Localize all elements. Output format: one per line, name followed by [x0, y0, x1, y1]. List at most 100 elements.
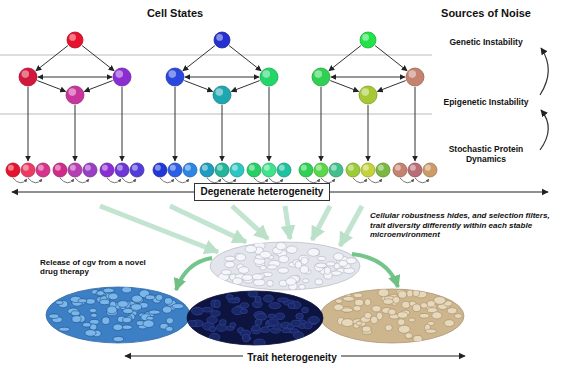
- cell: [364, 299, 370, 306]
- cell-state-circle: [183, 163, 197, 177]
- cell-state-circle: [36, 163, 50, 177]
- cell: [444, 320, 454, 327]
- circle-highlight: [348, 165, 354, 171]
- selection-arrow: [340, 206, 362, 246]
- cell: [293, 332, 303, 339]
- noise-label: Genetic Instability: [436, 31, 536, 49]
- axis-label: Trait heterogeneity: [243, 352, 340, 364]
- cell: [304, 322, 312, 329]
- cell-texture: [218, 242, 356, 290]
- cell: [362, 326, 371, 332]
- cell: [72, 316, 81, 323]
- cell: [188, 320, 197, 326]
- cell: [419, 313, 429, 318]
- cell: [255, 296, 261, 302]
- fluctuation-arrow: [415, 178, 429, 183]
- fluctuation-arrow: [13, 178, 27, 183]
- circle-highlight: [249, 165, 255, 171]
- cell-state-circle: [277, 163, 291, 177]
- state-arrow: [184, 81, 212, 92]
- cell: [233, 278, 243, 285]
- cell: [407, 290, 414, 297]
- state-arrow: [229, 46, 261, 71]
- cell: [100, 299, 110, 304]
- annotation-note: Release of cgv from a novel drug therapy: [40, 258, 155, 279]
- noise-label: Epigenetic Instability: [434, 91, 538, 109]
- circle-highlight: [185, 165, 191, 171]
- cell: [252, 274, 263, 280]
- cell: [59, 327, 70, 331]
- state-arrow: [415, 87, 416, 161]
- cell-state-circle: [314, 163, 328, 177]
- cell-state-circle: [262, 163, 276, 177]
- cell: [425, 329, 436, 333]
- cell: [209, 333, 219, 341]
- cell-state-circle: [406, 68, 424, 86]
- cell: [91, 313, 97, 317]
- cell-state-circle: [423, 163, 437, 177]
- cell: [334, 304, 344, 311]
- circle-highlight: [409, 70, 417, 78]
- cell: [219, 320, 226, 326]
- annotation-note: Cellular robustness hides, and selection…: [370, 211, 555, 241]
- cell: [286, 278, 296, 285]
- cell: [165, 326, 173, 331]
- cell: [405, 333, 412, 339]
- circle-highlight: [216, 34, 223, 41]
- cell-state-circle: [200, 163, 214, 177]
- circle-highlight: [331, 165, 337, 171]
- fluctuation-arrow: [368, 178, 382, 183]
- process-box: Degenerate heterogeneity: [194, 183, 331, 201]
- cell: [269, 303, 281, 309]
- cell: [326, 262, 335, 266]
- cell: [385, 325, 392, 331]
- cell-state-circle: [408, 163, 422, 177]
- cell-state-circle: [299, 163, 313, 177]
- feedback-arrow: [540, 48, 548, 95]
- state-arrow: [375, 46, 407, 71]
- circle-highlight: [378, 165, 384, 171]
- cell: [370, 316, 377, 324]
- cell: [103, 288, 114, 293]
- cell: [122, 325, 133, 329]
- circle-highlight: [22, 70, 30, 78]
- cell: [97, 291, 105, 296]
- cell: [315, 263, 326, 268]
- circle-highlight: [263, 70, 271, 78]
- circle-highlight: [85, 165, 91, 171]
- state-arrow: [330, 81, 358, 92]
- circle-highlight: [315, 70, 323, 78]
- cell: [221, 270, 231, 275]
- state-arrow: [82, 46, 114, 71]
- cell: [356, 321, 362, 325]
- cell: [302, 307, 309, 313]
- cell-state-circle: [115, 163, 129, 177]
- cell: [209, 327, 215, 332]
- cell-state-circle: [166, 68, 184, 86]
- circle-highlight: [363, 165, 369, 171]
- state-arrow: [331, 77, 405, 78]
- cell: [339, 260, 348, 266]
- cell: [224, 256, 235, 261]
- circle-highlight: [38, 165, 44, 171]
- cell: [413, 335, 422, 342]
- state-arrow: [269, 87, 270, 161]
- cell: [78, 299, 87, 303]
- cell-population: [210, 242, 360, 290]
- column-heading: Cell States: [105, 3, 245, 21]
- cell: [398, 291, 407, 298]
- cell-state-circle: [376, 163, 390, 177]
- state-arrow: [185, 77, 259, 78]
- state-arrow: [38, 77, 112, 78]
- cell-texture: [49, 287, 184, 342]
- cell-state-circle: [329, 163, 343, 177]
- cell: [228, 299, 240, 303]
- cell: [107, 306, 117, 314]
- state-arrow: [183, 46, 215, 71]
- cell: [267, 265, 277, 269]
- cell: [122, 287, 132, 293]
- fluctuation-arrow: [28, 178, 42, 183]
- cell: [364, 312, 371, 318]
- cell-state-circle: [213, 86, 231, 104]
